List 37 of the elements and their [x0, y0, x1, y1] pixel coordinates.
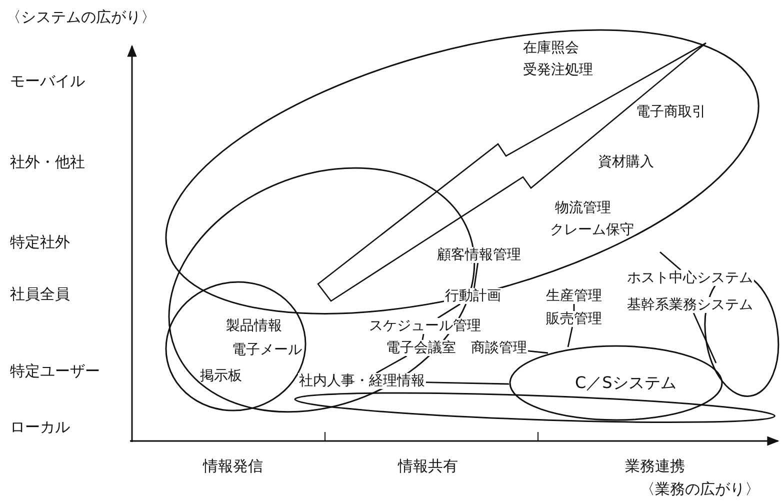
item-label: スケジュール管理 — [368, 318, 482, 334]
axis-category: 社員全員 — [10, 285, 70, 303]
axis-category: 特定社外 — [10, 233, 70, 251]
leader-line — [567, 326, 573, 348]
system-label: C／Sシステム — [575, 373, 676, 392]
item-label: 生産管理 — [545, 288, 603, 304]
item-label: 行動計画 — [444, 288, 502, 304]
item-label: 電子商取引 — [636, 104, 706, 121]
axis-category: 情報共有 — [398, 457, 458, 475]
leader-line — [473, 262, 479, 288]
axis-category: 社外・他社 — [10, 153, 85, 171]
item-label: ホスト中心システム — [626, 270, 754, 286]
leader-line — [528, 350, 548, 354]
item-label: 在庫照会 — [522, 40, 579, 57]
item-label: 商談管理 — [470, 340, 528, 356]
axis-category: ローカル — [10, 418, 70, 436]
item-label: 製品情報 — [226, 318, 282, 335]
leader-line — [422, 334, 424, 340]
axis-category: モーバイル — [10, 72, 85, 90]
leader-line — [692, 312, 717, 364]
axis-title: 〈業務の広がり〉 — [640, 480, 760, 498]
leader-line — [426, 382, 510, 385]
leader-line — [437, 303, 461, 319]
axis-title: 〈システムの広がり〉 — [6, 8, 156, 26]
item-label: 電子メール — [232, 342, 302, 359]
axis-category: 情報発信 — [203, 457, 263, 475]
item-label: 基幹系業務システム — [626, 297, 754, 313]
item-label: 資材購入 — [598, 154, 654, 171]
item-label: 販売管理 — [545, 311, 603, 327]
item-label: 受発注処理 — [522, 62, 593, 79]
leader-line — [376, 355, 408, 374]
item-label: クレーム保守 — [550, 222, 634, 239]
item-label: 物流管理 — [554, 200, 611, 217]
axis-category: 業務連携 — [625, 457, 685, 475]
item-label: 掲示板 — [200, 368, 242, 385]
axis-category: 特定ユーザー — [10, 362, 100, 380]
leader-line — [660, 251, 682, 271]
